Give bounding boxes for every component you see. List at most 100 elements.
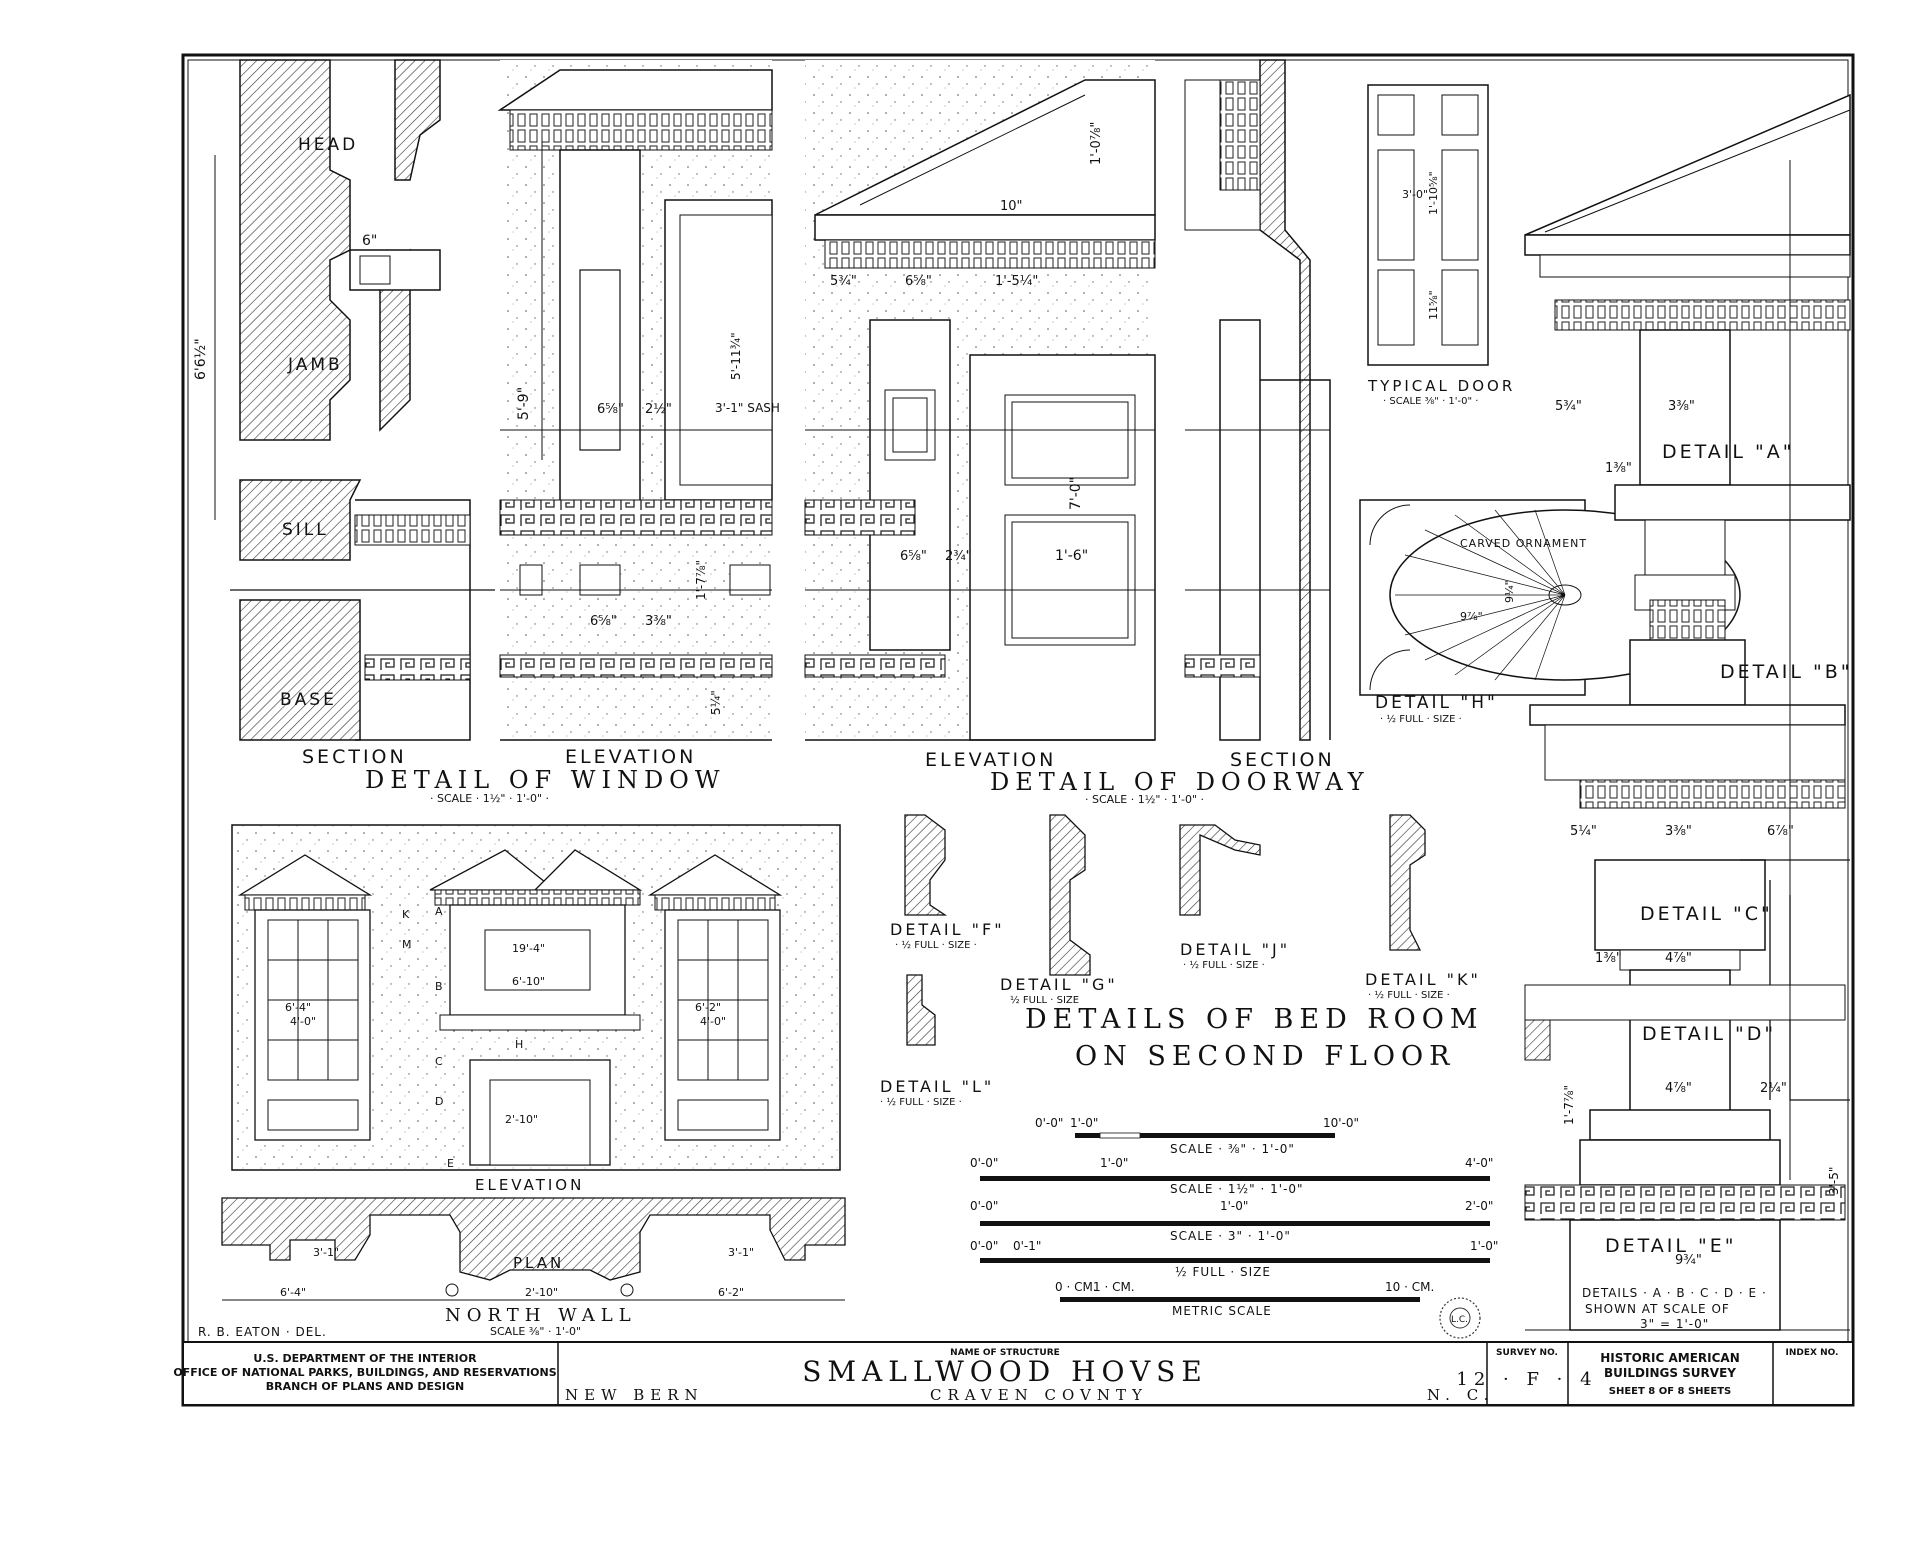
dim-label: 19'-4": [512, 942, 545, 955]
survey-no-label: SURVEY NO.: [1496, 1348, 1558, 1358]
index-no-label: INDEX NO.: [1786, 1348, 1839, 1358]
agency-line-2: OFFICE OF NATIONAL PARKS, BUILDINGS, AND…: [173, 1366, 556, 1379]
doorway-section-caption: SECTION: [1230, 749, 1335, 771]
details-note-line-2: SHOWN AT SCALE OF: [1585, 1302, 1730, 1316]
dim-label: 5¾": [830, 274, 857, 289]
window-section-caption: SECTION: [302, 746, 407, 768]
dim-label: 5¾": [1555, 399, 1582, 414]
scale-mid: 1'-0": [1070, 1116, 1098, 1130]
stamp-text: L.C.: [1451, 1315, 1468, 1325]
detail-j-scale: · ½ FULL · SIZE ·: [1183, 959, 1265, 971]
dim-label: 6": [362, 233, 377, 249]
detail-b-label: DETAIL "B": [1720, 661, 1853, 683]
scale-end: 1'-0": [1470, 1239, 1498, 1253]
dim-label: 1'-0⅞": [1089, 122, 1104, 165]
section-label-base: BASE: [280, 690, 337, 710]
dim-label: 6⅞": [1767, 824, 1794, 839]
carved-ornament-label: CARVED ORNAMENT: [1460, 537, 1587, 550]
window-detail-scale: · SCALE · 1½" · 1'-0" ·: [430, 792, 549, 805]
section-label-jamb: JAMB: [287, 355, 343, 375]
dim-label: 3'-5": [1827, 1167, 1841, 1195]
key-letter: H: [515, 1038, 523, 1051]
detail-g-scale: ½ FULL · SIZE: [1010, 994, 1079, 1006]
dim-label: 6⅝": [597, 402, 624, 417]
dim-label: 1'-6": [1055, 548, 1088, 564]
scale-bar: 0'-0" 1'-0" 10'-0" SCALE · ⅜" · 1'-0": [1035, 1116, 1359, 1156]
dim-label: 2¼": [1760, 1081, 1787, 1096]
detail-l-scale: · ½ FULL · SIZE ·: [880, 1096, 962, 1108]
typical-door-label: TYPICAL DOOR: [1367, 377, 1515, 395]
detail-l-label: DETAIL "L": [880, 1077, 994, 1096]
dim-label: 1'-7⅞": [694, 560, 708, 600]
column-details-drawing: 5¾" 3⅜" 1⅜" 5¼" 3⅜" 6⅞" 4⅞" 1⅜" 4⅞" 2¼" …: [1524, 93, 1851, 1331]
detail-d-label: DETAIL "D": [1642, 1023, 1776, 1045]
dim-label: 6'6½": [193, 338, 209, 380]
key-letter: A: [435, 905, 443, 918]
scale-bar: 0 · CM. 1 · CM. 10 · CM. METRIC SCALE: [1055, 1280, 1434, 1318]
dim-label: 2'-10": [525, 1286, 558, 1299]
dim-label: 6'-10": [512, 975, 545, 988]
doorway-detail-title: DETAIL OF DOORWAY: [990, 768, 1370, 796]
dim-label: 4'-0": [290, 1015, 316, 1028]
dim-label: 6'-2": [695, 1001, 721, 1014]
key-letter: M: [402, 938, 412, 951]
dim-label: 3'-1": [728, 1246, 754, 1259]
habs-line-1: HISTORIC AMERICAN: [1600, 1351, 1740, 1365]
key-letter: K: [402, 908, 410, 921]
county-name: CRAVEN COVNTY: [930, 1386, 1148, 1404]
scale-end: 2'-0": [1465, 1199, 1493, 1213]
dim-label: 10": [1000, 199, 1023, 214]
city-name: NEW BERN: [565, 1386, 704, 1404]
dim-label: 9¾": [1675, 1253, 1702, 1268]
dim-label: 6⅝": [900, 549, 927, 564]
scale-label: METRIC SCALE: [1172, 1304, 1272, 1318]
title-block: U.S. DEPARTMENT OF THE INTERIOR OFFICE O…: [173, 1341, 1854, 1406]
dim-label: 5¼": [709, 690, 723, 715]
details-note-line-3: 3" = 1'-0": [1640, 1317, 1709, 1331]
dim-label: 2'-10": [505, 1113, 538, 1126]
delineator-credit: R. B. EATON · DEL.: [198, 1325, 327, 1339]
library-stamp: L.C.: [1439, 1297, 1481, 1339]
dim-label: 5'-11¾": [729, 332, 743, 380]
scale-end: 10 · CM.: [1385, 1280, 1434, 1294]
north-wall-elevation-caption: ELEVATION: [475, 1176, 584, 1194]
scale-end: 10'-0": [1323, 1116, 1359, 1130]
scale-start: 0'-0": [970, 1199, 998, 1213]
scale-mid: 0'-1": [1013, 1239, 1041, 1253]
key-letter: C: [435, 1055, 443, 1068]
scale-start: 0'-0": [970, 1239, 998, 1253]
detail-h-scale: · ½ FULL · SIZE ·: [1380, 713, 1462, 725]
dim-label: 4⅞": [1665, 951, 1692, 966]
dim-label: 3'-1" SASH: [715, 401, 780, 415]
detail-f-label: DETAIL "F": [890, 920, 1005, 939]
key-letter: E: [447, 1157, 454, 1170]
dim-label: 3⅜": [645, 614, 672, 629]
dim-label: 6⅝": [590, 614, 617, 629]
dim-label: 2¾": [945, 549, 972, 564]
section-label-head: HEAD: [298, 135, 358, 155]
dim-label: 1⅜": [1595, 951, 1622, 966]
survey-no: 12 · F · 4: [1456, 1369, 1597, 1390]
scale-label: SCALE · 3" · 1'-0": [1170, 1229, 1291, 1243]
scale-bar: 0'-0" 0'-1" 1'-0" ½ FULL · SIZE: [970, 1239, 1498, 1279]
north-wall-elevation-drawing: 6'-4" 4'-0" 6'-2" 4'-0" 19'-4" 6'-10" 2'…: [231, 824, 841, 1171]
dim-label: 6'-4": [285, 1001, 311, 1014]
dim-label: 7'-0": [1068, 477, 1084, 510]
scale-bars: 0'-0" 1'-0" 10'-0" SCALE · ⅜" · 1'-0" 0'…: [970, 1116, 1498, 1318]
north-wall-plan-caption: PLAN: [513, 1254, 564, 1272]
state-name: N. C.: [1427, 1386, 1494, 1404]
dim-label: 1⅜": [1605, 461, 1632, 476]
main-title-line-1: DETAILS OF BED ROOM: [1025, 1004, 1484, 1035]
doorway-elevation-caption: ELEVATION: [925, 749, 1056, 771]
dim-label: 4⅞": [1665, 1081, 1692, 1096]
doorway-section-drawing: [1184, 59, 1331, 741]
doorway-detail-scale: · SCALE · 1½" · 1'-0" ·: [1085, 793, 1204, 806]
scale-start: 0 · CM.: [1055, 1280, 1097, 1294]
window-elevation-drawing: 5'-9" 3'-1" SASH 5'-11¾" 6⅝" 2½" 6⅝" 3⅜"…: [497, 60, 780, 741]
dim-label: 5¼": [1570, 824, 1597, 839]
dim-label: 1'-10⅝": [1427, 171, 1440, 215]
dim-label: 11⅝": [1427, 290, 1440, 320]
scale-start: 0'-0": [970, 1156, 998, 1170]
detail-a-label: DETAIL "A": [1662, 441, 1794, 463]
main-title-line-2: ON SECOND FLOOR: [1075, 1041, 1455, 1072]
